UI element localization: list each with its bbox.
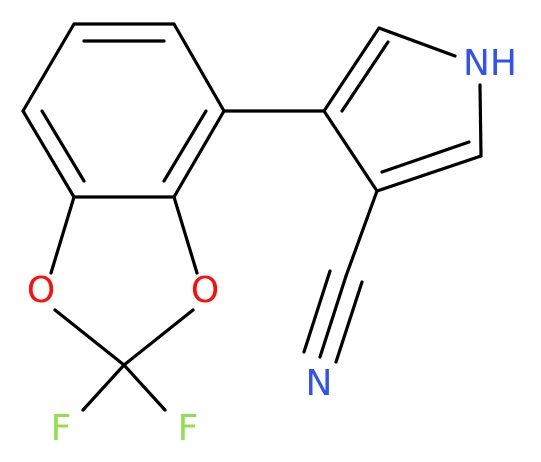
atom-label-o-left: O: [27, 270, 55, 311]
bond-c5-c6-inner: [162, 109, 208, 183]
bond-c4-o-left: [49, 195, 76, 275]
atom-label-o-right: O: [191, 270, 219, 311]
atom-label-n-nitrile: N: [306, 363, 333, 404]
bond-c5p-c4p-inner: [380, 140, 471, 174]
bond-c4p-c3p: [322, 109, 379, 193]
bond-c3-c4-inner: [40, 109, 86, 183]
bond-o-left-cf2: [53, 308, 126, 367]
bond-c6-c1: [172, 22, 226, 113]
bond-c3p-c2p-inner: [340, 40, 390, 113]
bond-c2-c3: [21, 22, 76, 113]
atom-label-f-right: F: [178, 408, 199, 449]
benzene-ring: [21, 22, 226, 199]
pyrrole-ring: [322, 26, 483, 193]
atom-label-nh: NH: [463, 43, 517, 84]
bond-cn-triple-2: [334, 280, 364, 364]
bond-c5p-c4p: [375, 154, 483, 193]
bond-n1-c5p: [478, 83, 483, 158]
atom-label-f-left: F: [51, 408, 72, 449]
bond-c5-o-right: [172, 195, 199, 275]
bond-cn-triple-1: [318, 274, 348, 359]
bond-c3p-c2p: [322, 26, 381, 113]
bond-c4p-cn: [344, 189, 379, 278]
bond-c5-c6: [172, 109, 226, 199]
bond-c3-c4: [21, 109, 76, 199]
bond-o-right-cf2: [122, 308, 195, 367]
nitrile-group: [302, 189, 379, 364]
dioxole-ring: [49, 195, 199, 412]
bond-cf2-f-left: [81, 363, 126, 412]
bond-c2p-n1: [377, 26, 457, 58]
bond-cf2-f-right: [122, 363, 167, 412]
bond-cn-triple-3: [302, 269, 332, 354]
